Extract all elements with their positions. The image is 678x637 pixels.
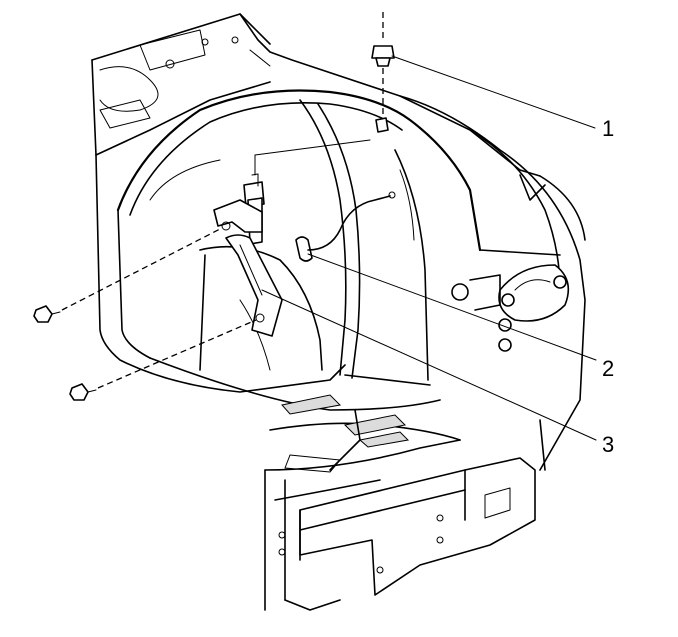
- rear-body-panel: [299, 409, 536, 596]
- hinge-bolt-lower: [69, 319, 257, 401]
- trunk-floor: [149, 357, 461, 611]
- callout-3: 3: [602, 432, 614, 457]
- quarter-panel: [399, 95, 586, 471]
- gas-strut: [243, 139, 396, 262]
- hinge-stop-bumper: [371, 12, 395, 133]
- leader-line-3: [261, 289, 597, 441]
- trunk-opening: [95, 89, 482, 393]
- upper-body-panel: [91, 13, 541, 177]
- leader-line-2: [307, 253, 597, 361]
- hinge-bolt-upper: [33, 227, 223, 323]
- callout-2: 2: [602, 356, 614, 381]
- wheelhouse-panel: [199, 99, 431, 386]
- leader-line-1: [391, 55, 596, 129]
- hinge-arm: [213, 199, 283, 337]
- callout-1: 1: [602, 116, 614, 141]
